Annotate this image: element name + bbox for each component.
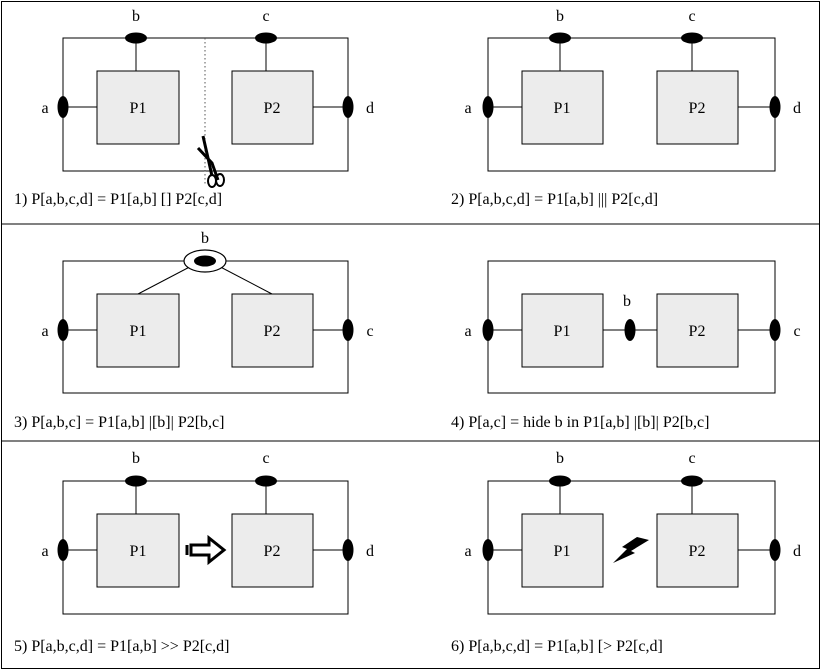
process-p1-label: P1 — [130, 543, 147, 560]
process-p2-label: P2 — [689, 323, 706, 340]
panel-1-caption: 1) P[a,b,c,d] = P1[a,b] [] P2[c,d] — [14, 191, 222, 208]
process-p1 — [521, 70, 604, 145]
gate-a-label: a — [464, 323, 471, 340]
gate-b-label: b — [132, 8, 140, 25]
gate-c — [342, 319, 354, 341]
gate-d-label: d — [793, 100, 801, 117]
process-p2-label: P2 — [689, 543, 706, 560]
gate-c — [681, 32, 703, 44]
gate-c-label: c — [688, 8, 695, 25]
gate-a — [482, 96, 494, 118]
panel-6: P1 P2 a b c d 6) P[a,b,c,d] = P1[a,b] [>… — [451, 450, 801, 655]
process-p2-label: P2 — [264, 543, 281, 560]
gate-a — [57, 539, 69, 561]
gate-a-label: a — [41, 543, 48, 560]
gate-b — [125, 475, 147, 487]
process-p1 — [96, 70, 180, 145]
gate-a-label: a — [464, 543, 471, 560]
gate-b-label: b — [623, 293, 631, 310]
process-p2-label: P2 — [264, 100, 281, 117]
process-p1 — [96, 513, 180, 588]
panel-3-caption: 3) P[a,b,c] = P1[a,b] |[b]| P2[b,c] — [14, 414, 224, 431]
gate-c-label: c — [793, 323, 800, 340]
gate-d — [769, 539, 781, 561]
process-p2 — [231, 70, 314, 145]
gate-d-label: d — [366, 100, 374, 117]
process-p1-label: P1 — [554, 543, 571, 560]
gate-a — [57, 319, 69, 341]
process-p2-label: P2 — [264, 323, 281, 340]
panel-4: P1 P2 a b c 4) P[a,c] = hide b in P1[a,b… — [451, 260, 801, 431]
gate-a — [482, 539, 494, 561]
panel-6-caption: 6) P[a,b,c,d] = P1[a,b] [> P2[c,d] — [451, 638, 663, 655]
process-p1-label: P1 — [554, 100, 571, 117]
gate-c — [255, 475, 277, 487]
process-p2 — [656, 513, 739, 588]
gate-d — [342, 96, 354, 118]
process-p2 — [231, 293, 314, 368]
gate-a — [482, 319, 494, 341]
gate-c-label: c — [366, 323, 373, 340]
gate-a-label: a — [41, 100, 48, 117]
gate-b-label: b — [132, 450, 140, 467]
gate-d-label: d — [793, 543, 801, 560]
panel-2-caption: 2) P[a,b,c,d] = P1[a,b] ||| P2[c,d] — [451, 191, 658, 208]
gate-c-label: c — [262, 8, 269, 25]
panel-3: P1 P2 a b c 3) P[a,b,c] = P1[a,b] |[b]| … — [14, 230, 374, 431]
outline-arrow-icon — [185, 534, 227, 566]
gate-b — [125, 32, 147, 44]
gate-b — [194, 255, 216, 267]
gate-b-label: b — [201, 230, 209, 247]
process-p2 — [656, 293, 739, 368]
gate-c-label: c — [688, 450, 695, 467]
gate-c-label: c — [262, 450, 269, 467]
gate-a-label: a — [41, 323, 48, 340]
process-p1 — [521, 513, 604, 588]
process-p2 — [231, 513, 314, 588]
gate-a — [57, 96, 69, 118]
gate-b — [549, 475, 571, 487]
process-p2-label: P2 — [689, 100, 706, 117]
gate-c — [769, 319, 781, 341]
gate-d — [342, 539, 354, 561]
gate-d — [769, 96, 781, 118]
gate-c — [681, 475, 703, 487]
gate-b-label: b — [556, 450, 564, 467]
gate-b — [624, 319, 636, 341]
gate-b-label: b — [556, 8, 564, 25]
scissors-icon — [196, 135, 225, 188]
gate-b — [549, 32, 571, 44]
panel-5: P1 P2 a b c d 5) P[a,b,c,d] = P1[a,b] >>… — [14, 450, 374, 655]
panel-4-caption: 4) P[a,c] = hide b in P1[a,b] |[b]| P2[b… — [451, 414, 709, 431]
process-p1-label: P1 — [130, 323, 147, 340]
panel-5-caption: 5) P[a,b,c,d] = P1[a,b] >> P2[c,d] — [14, 638, 229, 655]
process-p1-label: P1 — [130, 100, 147, 117]
gate-d-label: d — [366, 543, 374, 560]
process-p2 — [656, 70, 739, 145]
process-p1 — [96, 293, 180, 368]
process-p1-label: P1 — [554, 323, 571, 340]
gate-c — [255, 32, 277, 44]
panel-2: P1 P2 a b c d 2) P[a,b,c,d] = P1[a,b] ||… — [451, 8, 801, 208]
gate-a-label: a — [464, 100, 471, 117]
process-p1 — [521, 293, 604, 368]
panel-1: P1 P2 a b c d 1) P[a,b,c,d] = P1[a,b] []… — [14, 8, 374, 208]
lightning-bolt-icon — [613, 537, 649, 563]
